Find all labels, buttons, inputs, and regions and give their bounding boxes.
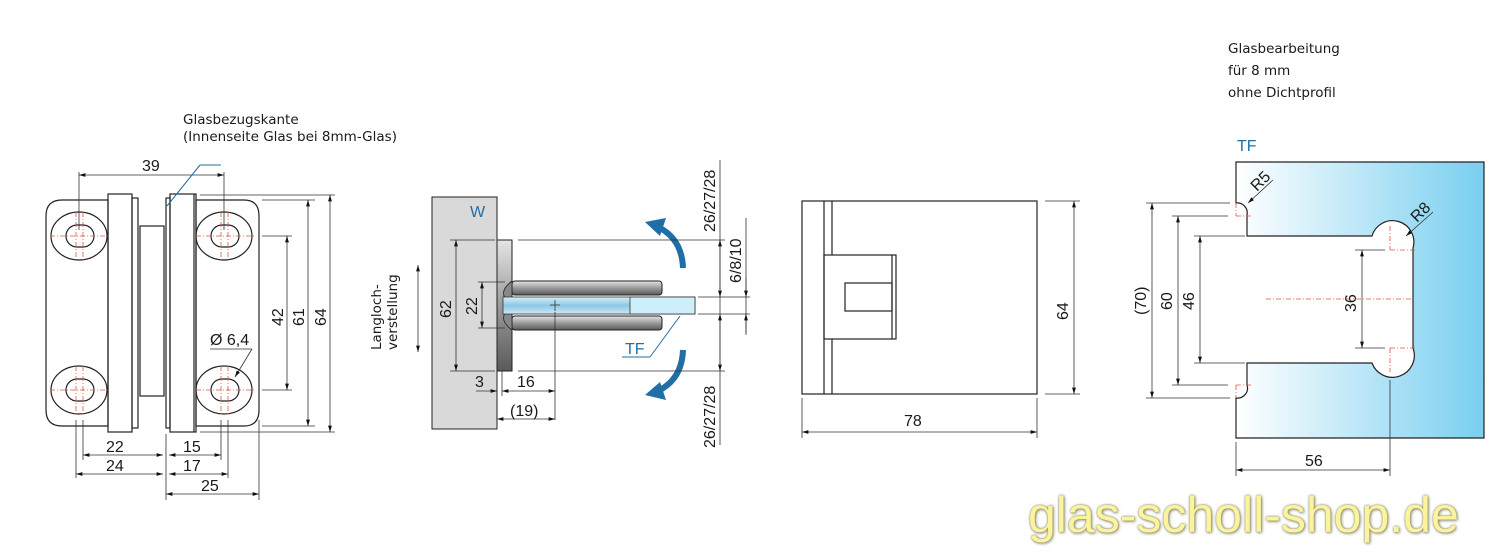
top-view: 64 78 — [801, 200, 1080, 438]
wall-label: W — [470, 204, 486, 221]
dim-15: 15 — [183, 439, 201, 456]
dim-39: 39 — [142, 158, 160, 175]
dim-24: 24 — [106, 458, 124, 475]
glass-pane-cutout — [1235, 161, 1485, 439]
glass-edge-label: Glasbezugskante — [183, 112, 299, 128]
slot-adjustment-label-2: verstellung — [385, 274, 401, 350]
dim-56: 56 — [1305, 453, 1323, 470]
dim-78: 78 — [904, 413, 922, 430]
glass-label-tf-2: TF — [1237, 138, 1257, 155]
dim-60: 60 — [1159, 292, 1176, 310]
dim-61: 61 — [291, 308, 308, 326]
dim-glass-thickness: 6/8/10 — [728, 238, 745, 283]
dim-3: 3 — [475, 374, 484, 391]
dim-22-clamp: 22 — [464, 297, 481, 315]
dim-top-offset: 26/27/28 — [702, 170, 719, 232]
dim-hole-diameter: Ø 6,4 — [210, 332, 249, 349]
dim-19: (19) — [510, 403, 538, 420]
glass-edge-sublabel: (Innenseite Glas bei 8mm-Glas) — [183, 129, 397, 145]
mounting-hole — [50, 365, 108, 415]
dim-17: 17 — [183, 458, 201, 475]
side-view: W Langloch- verstellung 62 22 3 16 (19 — [369, 160, 750, 448]
dim-70: (70) — [1133, 287, 1150, 315]
dim-64-top: 64 — [1055, 302, 1072, 320]
dim-bottom-offset: 26/27/28 — [702, 386, 719, 448]
dim-36: 36 — [1343, 294, 1360, 312]
glass-label-tf: TF — [625, 341, 645, 358]
dim-42: 42 — [270, 308, 287, 326]
slot-adjustment-label: Langloch- — [369, 284, 385, 350]
glass-cutout-view: Glasbearbeitung für 8 mm ohne Dichtprofi… — [1133, 41, 1485, 476]
front-view: Glasbezugskante (Innenseite Glas bei 8mm… — [45, 112, 397, 500]
dim-62: 62 — [438, 300, 455, 318]
watermark-logo: glas-scholl-shop.de — [1028, 487, 1459, 543]
glass-processing-note-2: für 8 mm — [1228, 63, 1290, 79]
dim-16: 16 — [517, 374, 535, 391]
dim-25: 25 — [201, 478, 219, 495]
glass-processing-note: Glasbearbeitung — [1228, 41, 1340, 57]
rotation-arrow-icon — [645, 218, 686, 269]
dim-64: 64 — [313, 308, 330, 326]
glass-processing-note-3: ohne Dichtprofil — [1228, 85, 1336, 101]
dim-22: 22 — [106, 439, 124, 456]
dim-46: 46 — [1181, 292, 1198, 310]
rotation-arrow-icon — [645, 349, 686, 400]
